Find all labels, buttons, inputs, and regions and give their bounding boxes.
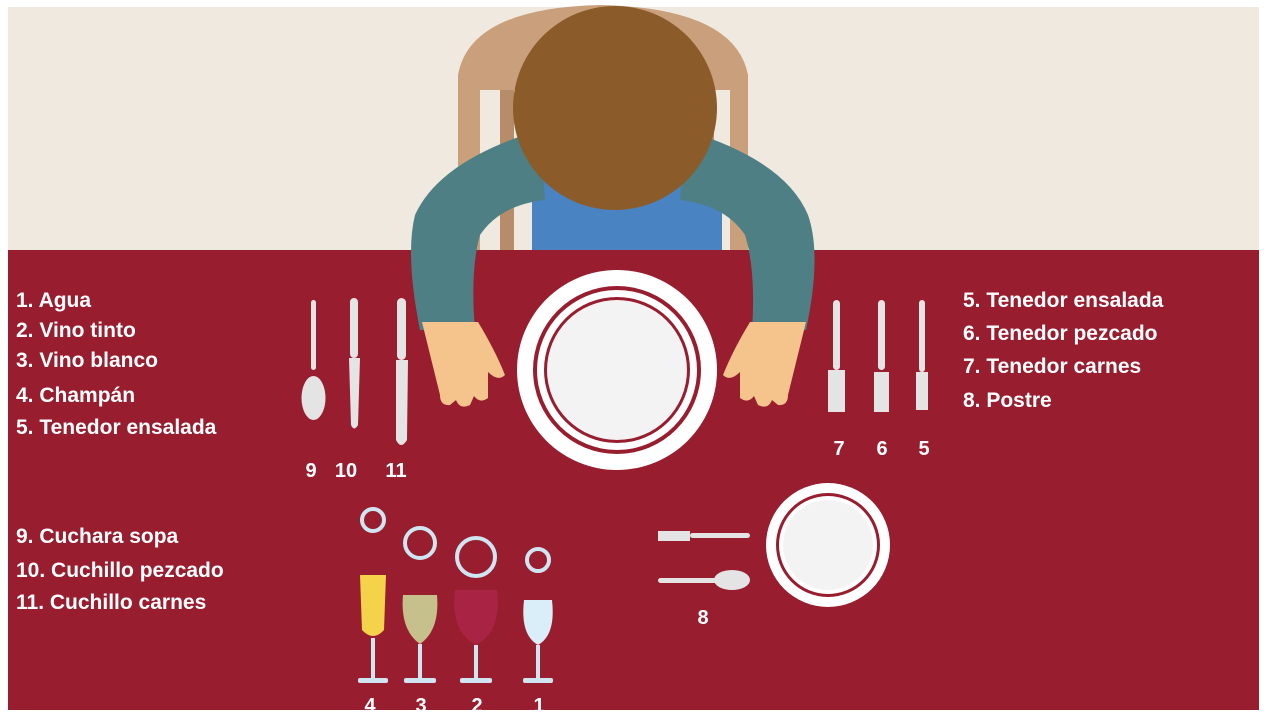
legend-item: 11. Cuchillo carnes (16, 591, 206, 614)
legend-item: 3. Vino blanco (16, 349, 158, 372)
utensil-number: 10 (335, 460, 357, 482)
dessert-plate (766, 483, 890, 607)
legend-item: 9. Cuchara sopa (16, 525, 179, 548)
utensil-number: 6 (876, 438, 887, 460)
legend-item: 5. Tenedor ensalada (963, 289, 1164, 312)
legend-item: 1. Agua (16, 289, 91, 312)
legend-item: 2. Vino tinto (16, 319, 136, 342)
glass-number: 3 (415, 695, 426, 717)
dinner-plate (517, 270, 717, 470)
legend-item: 6. Tenedor pezcado (963, 322, 1158, 345)
legend-item: 5. Tenedor ensalada (16, 416, 217, 439)
glass-number: 2 (471, 695, 482, 717)
utensil-number: 11 (385, 460, 406, 482)
legend-item: 8. Postre (963, 389, 1052, 412)
utensil-number: 9 (305, 460, 316, 482)
legend-item: 7. Tenedor carnes (963, 355, 1141, 378)
glass-number: 4 (364, 695, 376, 717)
utensil-number: 5 (918, 438, 929, 460)
utensil-number: 7 (833, 438, 844, 460)
dessert-number: 8 (697, 607, 708, 629)
legend-item: 4. Champán (16, 384, 135, 407)
legend-item: 10. Cuchillo pezcado (16, 559, 224, 582)
head (513, 6, 717, 210)
glass-number: 1 (533, 695, 544, 717)
